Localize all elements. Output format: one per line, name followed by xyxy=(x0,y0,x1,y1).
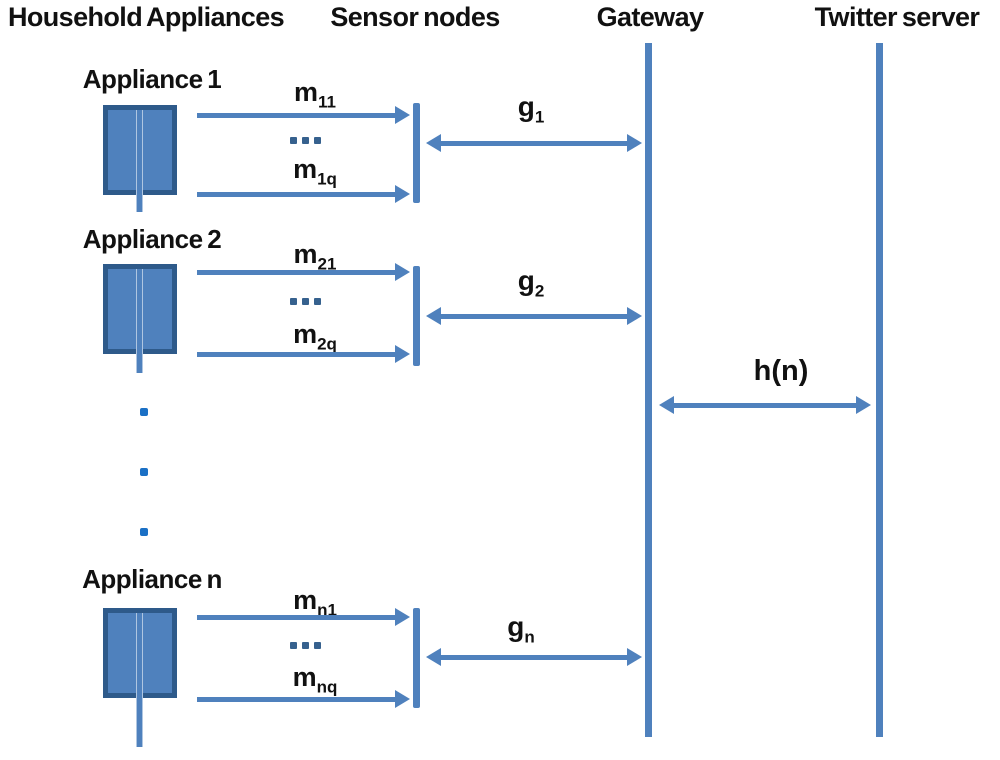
sensor-node-bar xyxy=(413,266,420,366)
message-label-first: m21 xyxy=(255,239,375,273)
gateway-link-arrow xyxy=(426,648,642,666)
dot xyxy=(314,137,321,144)
message-symbol: m xyxy=(293,585,318,615)
appliance-shape xyxy=(103,105,177,212)
appliance-stem xyxy=(136,613,143,747)
message-label-first: m11 xyxy=(255,77,375,111)
message-arrow-first xyxy=(197,263,410,281)
appliance-label: Appliance 1 xyxy=(82,64,222,94)
message-symbol: m xyxy=(292,662,317,692)
dot xyxy=(290,137,297,144)
link-symbol: g xyxy=(517,91,535,122)
message-symbol: m xyxy=(293,239,318,269)
message-symbol: m xyxy=(293,154,318,184)
message-arrow-first xyxy=(197,608,410,626)
appliance-label: Appliance 2 xyxy=(82,224,222,254)
gateway-link-label: g1 xyxy=(491,91,571,126)
gateway-link-label: g2 xyxy=(491,265,571,300)
gateway-link-label: gn xyxy=(481,611,561,646)
column-header-twitter-server: Twitter server xyxy=(814,2,980,32)
message-subscript: 2q xyxy=(317,334,337,354)
column-header-sensor-nodes: Sensor nodes xyxy=(330,2,500,32)
message-arrow-first xyxy=(197,106,410,124)
message-subscript: n1 xyxy=(317,600,337,620)
dot xyxy=(290,298,297,305)
gateway-link-arrow xyxy=(426,307,642,325)
link-subscript: 1 xyxy=(534,107,545,127)
message-arrow-last xyxy=(197,185,410,203)
message-label-last: m1q xyxy=(255,154,375,188)
twitter-link-label: h(n) xyxy=(753,355,809,387)
vertical-ellipsis-dot xyxy=(140,468,148,476)
message-subscript: nq xyxy=(316,677,338,697)
gateway-lifeline xyxy=(645,43,652,737)
column-header-gateway: Gateway xyxy=(596,2,704,32)
link-subscript: n xyxy=(524,627,535,647)
ellipsis-icon xyxy=(290,642,321,649)
appliance-stem xyxy=(136,110,143,212)
dot xyxy=(314,298,321,305)
sensor-node-bar xyxy=(413,608,420,708)
dot xyxy=(302,137,309,144)
link-symbol: g xyxy=(507,611,525,642)
sensor-node-bar xyxy=(413,103,420,203)
ellipsis-icon xyxy=(290,137,321,144)
link-subscript: 2 xyxy=(534,281,545,301)
twitter-server-lifeline xyxy=(876,43,883,737)
appliance-stem xyxy=(136,269,143,373)
appliance-label: Appliance n xyxy=(82,564,222,594)
dot xyxy=(302,642,309,649)
vertical-ellipsis-dot xyxy=(140,408,148,416)
dot xyxy=(302,298,309,305)
dot xyxy=(290,642,297,649)
message-symbol: m xyxy=(293,319,318,349)
message-arrow-last xyxy=(197,690,410,708)
message-label-last: m2q xyxy=(255,319,375,353)
vertical-ellipsis-dot xyxy=(140,528,148,536)
appliance-shape xyxy=(103,264,177,373)
message-subscript: 1q xyxy=(317,169,337,189)
link-symbol: g xyxy=(517,265,535,296)
gateway-link-arrow xyxy=(426,134,642,152)
message-subscript: 11 xyxy=(318,92,336,112)
column-header-household-appliances: Household Appliances xyxy=(8,2,285,32)
ellipsis-icon xyxy=(290,298,321,305)
message-arrow-last xyxy=(197,345,410,363)
twitter-link-arrow xyxy=(659,396,871,414)
message-symbol: m xyxy=(294,77,319,107)
message-label-first: mn1 xyxy=(255,585,375,619)
appliance-shape xyxy=(103,608,177,747)
message-label-last: mnq xyxy=(255,662,375,696)
message-subscript: 21 xyxy=(317,254,337,274)
dot xyxy=(314,642,321,649)
